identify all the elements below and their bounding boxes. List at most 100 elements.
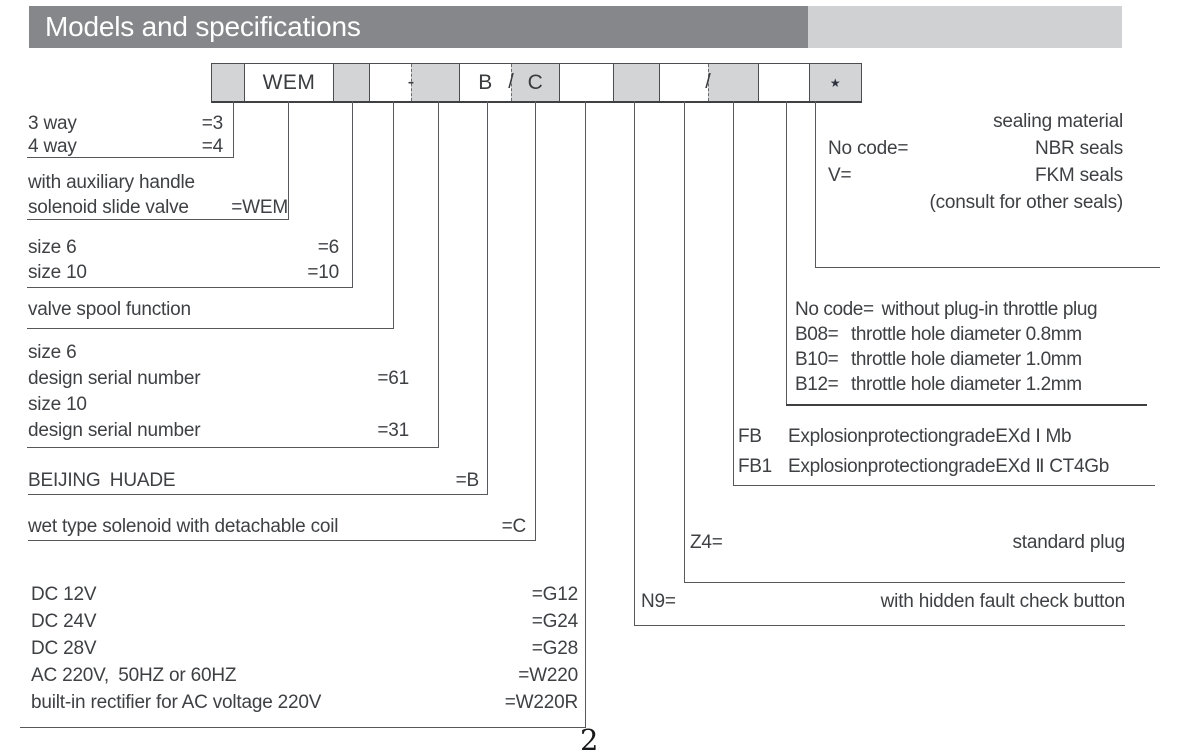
connector-line [634,101,635,626]
spec-code: =C [501,516,527,537]
code-box-star: ★ [809,64,861,101]
spec-label: BEIJING HUADE [28,470,176,491]
code-box-b: B [459,64,511,101]
spec-row: Z4= standard plug [690,530,1125,555]
slash-divider-glyph: / [705,71,711,93]
spec-label: size 10 [28,394,87,415]
spec-value: ExplosionprotectiongradeEXd Ⅱ CT4Gb [788,456,1109,477]
spec-row: B08= throttle hole diameter 0.8mm [795,322,1147,347]
spec-label: AC 220V, 50HZ or 60HZ [31,665,237,686]
spec-label: No code= [828,138,909,159]
connector-line [288,101,289,220]
code-box-c: C [511,64,559,101]
spec-code: =G28 [531,638,578,659]
spec-label: No code= [795,299,874,320]
spec-label: DC 24V [31,611,97,632]
code-box-4 [369,64,411,101]
spec-value: throttle hole diameter 1.2mm [851,374,1082,395]
spec-code: =4 [201,136,223,157]
hyphen-divider-glyph: - [407,71,415,93]
spec-code: =31 [377,420,409,441]
section-throttle: No code= without plug-in throttle plug B… [786,292,1147,406]
spec-label: B10= [795,349,839,370]
spec-code: =B [455,470,480,491]
spec-row: B12= throttle hole diameter 1.2mm [795,372,1147,397]
spec-code: =61 [377,368,409,389]
spec-label: B08= [795,324,839,345]
spec-row: N9= with hidden fault check button [641,589,1125,614]
slash-divider-glyph: / [508,71,514,93]
spec-value: throttle hole diameter 1.0mm [851,349,1082,370]
spec-label: size 6 [28,237,77,258]
spec-row: B10= throttle hole diameter 1.0mm [795,347,1147,372]
code-box-5 [411,64,459,101]
spec-code: =6 [317,237,339,258]
connector-line [535,101,536,541]
spec-label: FB1 [738,456,772,477]
spec-label: with auxiliary handle [28,172,195,193]
connector-line [438,101,439,448]
spec-code: =10 [307,262,339,283]
section-plug: Z4= standard plug [684,522,1125,583]
section-sealing: sealing material No code= NBR seals V= F… [815,105,1160,268]
section-way: 3 way =3 4 way =4 [27,110,233,158]
spec-row: size 6 [28,340,409,366]
spec-label: V= [828,165,852,186]
page-number: 2 [580,723,599,754]
code-box-wem: WEM [244,64,333,101]
code-box-10 [659,64,708,101]
spec-label: 3 way [28,113,77,134]
spec-row: V= FKM seals [828,162,1123,189]
spec-label: design serial number [28,368,201,389]
spec-row: No code= without plug-in throttle plug [795,297,1147,322]
spec-row: size 6 =6 [28,235,339,260]
spec-label: DC 28V [31,638,97,659]
spec-value: without plug-in throttle plug [881,299,1098,320]
section-explosion: FB ExplosionprotectiongradeEXd Ⅰ Mb FB1 … [733,418,1155,486]
connector-line [487,101,488,495]
code-box-3 [333,64,369,101]
connector-line [233,101,234,158]
title-bar: Models and specifications [29,6,808,48]
spec-row: FB ExplosionprotectiongradeEXd Ⅰ Mb [738,422,1155,452]
spec-row: DC 24V =G24 [31,608,578,635]
section-design: size 6 design serial number =61 size 10 … [27,339,438,448]
spec-row: 4 way =4 [28,135,223,158]
spec-label: size 10 [28,262,87,283]
section-size: size 6 =6 size 10 =10 [27,232,352,288]
connector-line [815,101,816,268]
spec-code: =W220 [518,665,578,686]
section-spool: valve spool function [27,294,393,329]
section-wet-solenoid: wet type solenoid with detachable coil =… [28,515,535,541]
spec-label: solenoid slide valve [28,197,189,218]
spec-row: design serial number =61 [28,366,409,392]
spec-code: =G24 [531,611,578,632]
spec-row: DC 12V =G12 [31,581,578,608]
spec-row: built-in rectifier for AC voltage 220V =… [31,689,578,716]
spec-row: 3 way =3 [28,112,223,135]
spec-row: with auxiliary handle [28,170,288,195]
spec-value: with hidden fault check button [880,591,1126,612]
section-handle: with auxiliary handle solenoid slide val… [27,167,288,220]
spec-value: ExplosionprotectiongradeEXd Ⅰ Mb [788,426,1072,447]
spec-row: valve spool function [28,297,393,323]
spec-value: throttle hole diameter 0.8mm [851,324,1082,345]
spec-label: Z4= [690,532,723,553]
section-fault: N9= with hidden fault check button [634,587,1125,626]
spec-code: =3 [201,113,223,134]
spec-label: size 6 [28,342,77,363]
spec-row: BEIJING HUADE =B [28,469,479,493]
code-box-8 [559,64,613,101]
code-box-9 [613,64,659,101]
section-voltage: DC 12V =G12 DC 24V =G24 DC 28V =G28 AC 2… [20,581,585,728]
spec-label: wet type solenoid with detachable coil [28,516,339,537]
code-box-12 [758,64,809,101]
page-title: Models and specifications [45,11,361,42]
connector-line [684,101,685,583]
sealing-note: (consult for other seals) [929,192,1123,213]
spec-row: design serial number =31 [28,418,409,444]
model-code-row: WEM B C ★ - / / [211,63,862,103]
spec-row: No code= NBR seals [828,135,1123,162]
spec-row: AC 220V, 50HZ or 60HZ =W220 [31,662,578,689]
